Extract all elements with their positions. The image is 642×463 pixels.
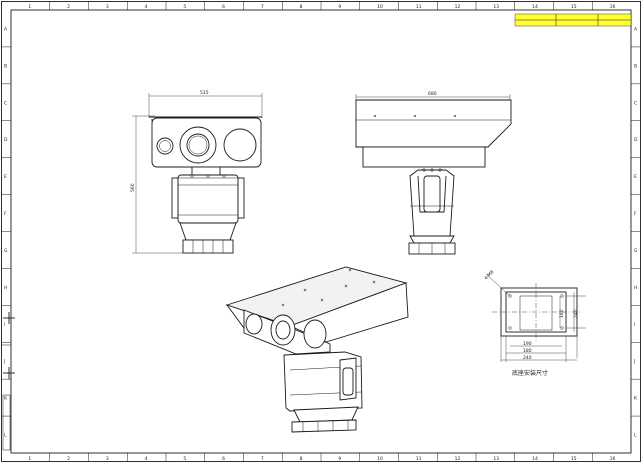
column-label-bottom: 1 bbox=[28, 456, 31, 462]
base-dim-corner: 4-M8 bbox=[483, 269, 495, 281]
row-label-left: E bbox=[4, 174, 7, 180]
column-label-bottom: 7 bbox=[261, 456, 264, 462]
row-label-right: K bbox=[634, 396, 638, 402]
row-label-left: A bbox=[4, 26, 8, 32]
column-label-bottom: 16 bbox=[610, 456, 616, 462]
side-view: 680 bbox=[355, 91, 512, 255]
column-label-top: 9 bbox=[338, 4, 341, 10]
base-dim-c: 240 bbox=[523, 355, 532, 361]
isometric-view bbox=[225, 266, 409, 433]
column-label-top: 1 bbox=[28, 4, 31, 10]
column-label-bottom: 13 bbox=[493, 456, 499, 462]
row-label-right: F bbox=[634, 211, 637, 217]
column-label-bottom: 11 bbox=[416, 456, 422, 462]
column-label-top: 2 bbox=[67, 4, 70, 10]
column-label-top: 5 bbox=[183, 4, 186, 10]
row-label-right: B bbox=[634, 63, 637, 69]
row-label-right: H bbox=[634, 285, 637, 291]
column-label-top: 7 bbox=[261, 4, 264, 10]
row-label-right: J bbox=[633, 359, 635, 365]
row-grid: A A B B C C D D E E F F G G H H I I J J K K L L bbox=[1, 26, 641, 439]
column-grid: 1122334455667788991010111112121313141415… bbox=[28, 1, 616, 462]
column-label-top: 14 bbox=[532, 4, 538, 10]
column-label-top: 8 bbox=[300, 4, 303, 10]
front-width-dim: 515 bbox=[200, 90, 209, 96]
row-label-right: L bbox=[634, 433, 637, 439]
row-label-right: D bbox=[634, 137, 638, 143]
row-label-right: I bbox=[634, 322, 635, 328]
row-label-left: I bbox=[4, 322, 5, 328]
row-label-left: H bbox=[4, 285, 7, 291]
front-view: 515 560 bbox=[130, 90, 263, 254]
column-label-top: 4 bbox=[145, 4, 148, 10]
row-label-right: C bbox=[634, 100, 637, 106]
column-label-top: 16 bbox=[610, 4, 616, 10]
registration-mark-bottom bbox=[3, 367, 15, 379]
column-label-bottom: 15 bbox=[571, 456, 577, 462]
column-label-bottom: 12 bbox=[455, 456, 461, 462]
column-label-bottom: 6 bbox=[222, 456, 225, 462]
column-label-bottom: 2 bbox=[67, 456, 70, 462]
row-label-left: G bbox=[4, 248, 8, 254]
row-label-left: F bbox=[4, 211, 7, 217]
row-label-left: D bbox=[4, 137, 8, 143]
column-label-top: 12 bbox=[455, 4, 461, 10]
base-dim-a: 190 bbox=[523, 341, 532, 347]
row-label-left: K bbox=[4, 396, 8, 402]
row-label-left: L bbox=[4, 433, 7, 439]
row-label-right: E bbox=[634, 174, 637, 180]
base-dim-b: 180 bbox=[523, 348, 532, 354]
front-height-dim: 560 bbox=[130, 183, 136, 192]
column-label-bottom: 3 bbox=[106, 456, 109, 462]
row-label-right: G bbox=[634, 248, 638, 254]
column-label-bottom: 10 bbox=[377, 456, 383, 462]
base-dim-d: 180 bbox=[559, 309, 565, 318]
registration-mark-top bbox=[3, 312, 15, 324]
row-label-left: C bbox=[4, 100, 7, 106]
side-width-dim: 680 bbox=[428, 91, 437, 97]
column-label-top: 6 bbox=[222, 4, 225, 10]
base-caption: 底座安装尺寸 bbox=[512, 369, 548, 377]
column-label-top: 10 bbox=[377, 4, 383, 10]
column-label-bottom: 9 bbox=[338, 456, 341, 462]
title-block bbox=[514, 13, 632, 27]
row-label-left: J bbox=[3, 359, 5, 365]
column-label-bottom: 14 bbox=[532, 456, 538, 462]
base-mounting-view: 4-M8 190 180 240 180 240 底座安装尺寸 bbox=[483, 269, 586, 377]
column-label-top: 15 bbox=[571, 4, 577, 10]
column-label-bottom: 4 bbox=[145, 456, 148, 462]
column-label-bottom: 8 bbox=[300, 456, 303, 462]
side-strip-text-block bbox=[2, 394, 11, 451]
row-label-right: A bbox=[634, 26, 638, 32]
column-label-bottom: 5 bbox=[183, 456, 186, 462]
column-label-top: 13 bbox=[493, 4, 499, 10]
row-label-left: B bbox=[4, 63, 7, 69]
column-label-top: 11 bbox=[416, 4, 422, 10]
base-dim-e: 240 bbox=[573, 309, 579, 318]
column-label-top: 3 bbox=[106, 4, 109, 10]
